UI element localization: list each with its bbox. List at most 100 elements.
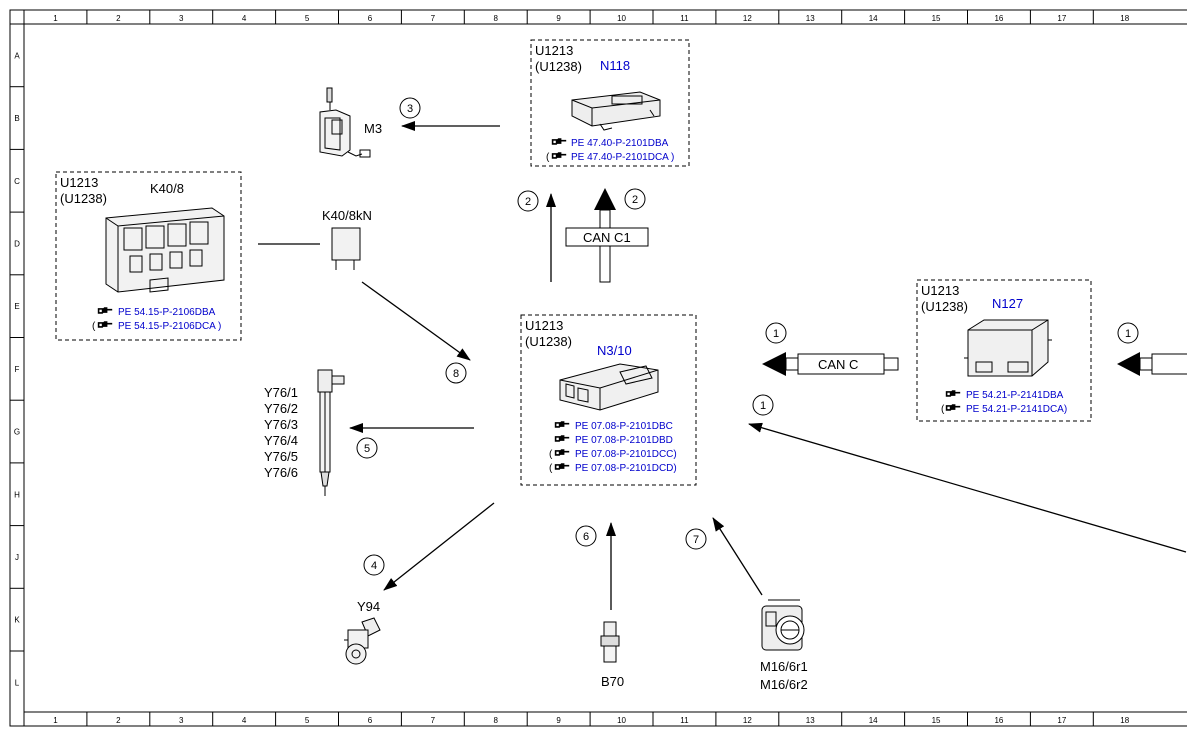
k40-name: K40/8	[150, 181, 184, 196]
callout-1-can: 1	[765, 322, 787, 344]
row-letter: F	[15, 365, 20, 374]
n118-name: N118	[600, 58, 630, 73]
m3-label: M3	[364, 121, 382, 136]
engine-control-unit-icon	[559, 363, 659, 411]
n118-ref-2[interactable]: PE 47.40-P-2101DCA )	[571, 152, 674, 163]
column-number: 18	[1120, 716, 1129, 725]
crankshaft-sensor-icon	[600, 621, 620, 663]
column-number: 13	[806, 14, 815, 23]
n3-ref-1[interactable]: PE 07.08-P-2101DBC	[575, 421, 673, 432]
arrow-n3-to-y94	[383, 502, 495, 591]
arrow-m16-to-n3	[712, 517, 763, 596]
row-letter: J	[15, 553, 19, 562]
y76-label-2: Y76/2	[264, 401, 298, 416]
row-letter: A	[14, 51, 20, 60]
column-number: 17	[1057, 14, 1066, 23]
column-number: 4	[242, 14, 247, 23]
column-number: 15	[932, 14, 941, 23]
n3-ref-4[interactable]: PE 07.08-P-2101DCD)	[575, 463, 677, 474]
reference-hand-icon	[97, 307, 113, 314]
n118-ref-prefix-2: (	[546, 152, 550, 163]
n3-ref-2[interactable]: PE 07.08-P-2101DBD	[575, 435, 673, 446]
column-number: 14	[869, 14, 878, 23]
can-c-bus: CAN C	[762, 352, 899, 376]
svg-text:6: 6	[583, 531, 589, 543]
n3-ref-prefix-3: (	[549, 449, 553, 460]
b70-label: B70	[601, 674, 624, 689]
column-number: 12	[743, 14, 752, 23]
y76-label-3: Y76/3	[264, 417, 298, 432]
n127-box[interactable]: U1213 (U1238) N127 PE 54.21-P-2141DBA ( …	[916, 279, 1092, 422]
m3-fuel-pump-icon	[319, 87, 371, 158]
row-letter: G	[14, 428, 20, 437]
can-c1-bus: CAN C1	[565, 188, 649, 283]
column-number: 1	[53, 716, 58, 725]
column-number: 7	[431, 14, 436, 23]
column-number: 10	[617, 716, 626, 725]
n127-ref-2[interactable]: PE 54.21-P-2141DCA)	[966, 404, 1067, 415]
k40-ref-1[interactable]: PE 54.15-P-2106DBA	[118, 307, 216, 318]
reference-hand-icon	[554, 435, 570, 442]
column-number: 12	[743, 716, 752, 725]
column-number: 5	[305, 716, 310, 725]
callout-2-right: 2	[624, 188, 646, 210]
n127-ref-prefix-2: (	[941, 404, 945, 415]
reference-hand-icon	[551, 138, 567, 145]
throttle-valve-actuator-icon	[761, 599, 805, 651]
n118-code-b: (U1238)	[535, 59, 582, 74]
column-number: 9	[556, 716, 561, 725]
n118-code-a: U1213	[535, 43, 573, 58]
svg-text:4: 4	[371, 560, 377, 572]
callout-5: 5	[356, 437, 378, 459]
y94-label: Y94	[357, 599, 380, 614]
n3-code-a: U1213	[525, 318, 563, 333]
relay-icon	[331, 227, 361, 270]
y76-label-6: Y76/6	[264, 465, 298, 480]
svg-text:5: 5	[364, 443, 370, 455]
column-number: 13	[806, 716, 815, 725]
n118-box[interactable]: U1213 (U1238) N118 PE 47.40-P-2101DBA ( …	[530, 39, 690, 167]
row-letter: K	[14, 616, 20, 625]
n3-ref-3[interactable]: PE 07.08-P-2101DCC)	[575, 449, 677, 460]
column-number: 5	[305, 14, 310, 23]
callout-8: 8	[445, 362, 467, 384]
k40-box[interactable]: U1213 (U1238) K40/8 PE 54.15-P-2106DBA (…	[55, 171, 242, 341]
n3-box[interactable]: U1213 (U1238) N3/10 PE 07.08-P-2101DBC P…	[520, 314, 697, 486]
can-c1-label: CAN C1	[583, 230, 631, 245]
column-number: 6	[368, 14, 373, 23]
n118-ref-1[interactable]: PE 47.40-P-2101DBA	[571, 138, 669, 149]
column-number: 1	[53, 14, 58, 23]
fuse-relay-box-icon	[105, 207, 225, 293]
can-c-bus-offpage	[1117, 352, 1187, 376]
callout-3: 3	[399, 97, 421, 119]
row-letter: C	[14, 177, 20, 186]
can-c-label: CAN C	[818, 357, 858, 372]
arrow-relay-to-n3	[361, 281, 471, 361]
column-number: 15	[932, 716, 941, 725]
svg-text:1: 1	[1125, 328, 1131, 340]
column-number: 3	[179, 14, 184, 23]
callout-6: 6	[575, 525, 597, 547]
m16-label-1: M16/6r1	[760, 659, 808, 674]
row-letter: B	[14, 114, 19, 123]
k40-ref-2[interactable]: PE 54.15-P-2106DCA )	[118, 321, 221, 332]
y76-label-1: Y76/1	[264, 385, 298, 400]
reference-hand-icon	[551, 152, 567, 159]
column-number: 7	[431, 716, 436, 725]
reference-hand-icon	[945, 404, 961, 411]
n127-code-b: (U1238)	[921, 299, 968, 314]
column-number: 2	[116, 14, 121, 23]
k40-code-a: U1213	[60, 175, 98, 190]
reference-hand-icon	[945, 390, 961, 397]
column-number: 11	[680, 14, 689, 23]
k40kn-label: K40/8kN	[322, 208, 372, 223]
n127-ref-1[interactable]: PE 54.21-P-2141DBA	[966, 390, 1064, 401]
quantity-control-valve-icon	[344, 617, 381, 665]
column-number: 18	[1120, 14, 1129, 23]
row-letter: E	[14, 302, 19, 311]
column-number: 6	[368, 716, 373, 725]
reference-hand-icon	[554, 421, 570, 428]
